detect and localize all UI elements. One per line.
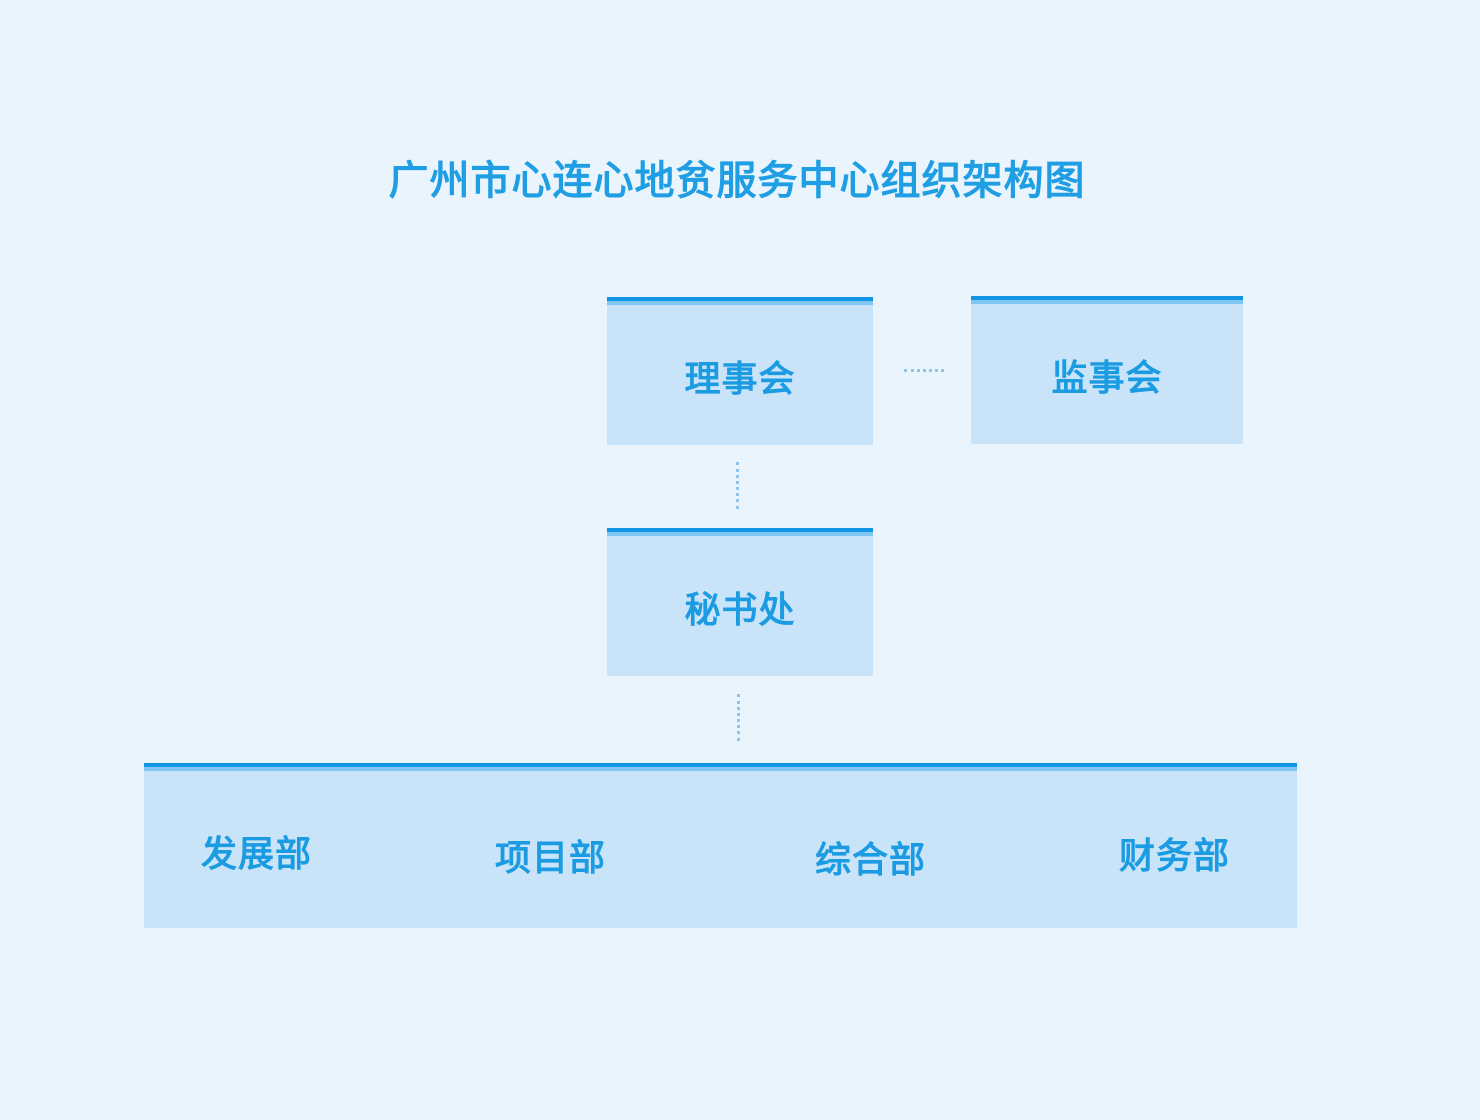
departments-container: 发展部 项目部 综合部 财务部 [144,763,1297,928]
diagram-title: 广州市心连心地贫服务中心组织架构图 [388,158,1086,204]
department-development: 发展部 [201,834,313,875]
department-projects: 项目部 [495,838,607,879]
supervisors-node: 监事会 [971,296,1243,444]
supervisors-label: 监事会 [1051,358,1163,399]
secretariat-departments-connector [737,694,740,741]
board-label: 理事会 [684,359,796,400]
board-node: 理事会 [607,297,873,445]
secretariat-label: 秘书处 [684,590,796,631]
board-secretariat-connector [736,462,739,509]
secretariat-node: 秘书处 [607,528,873,676]
department-general-affairs: 综合部 [815,840,927,881]
department-finance: 财务部 [1119,836,1231,877]
board-supervisors-connector [904,369,944,372]
